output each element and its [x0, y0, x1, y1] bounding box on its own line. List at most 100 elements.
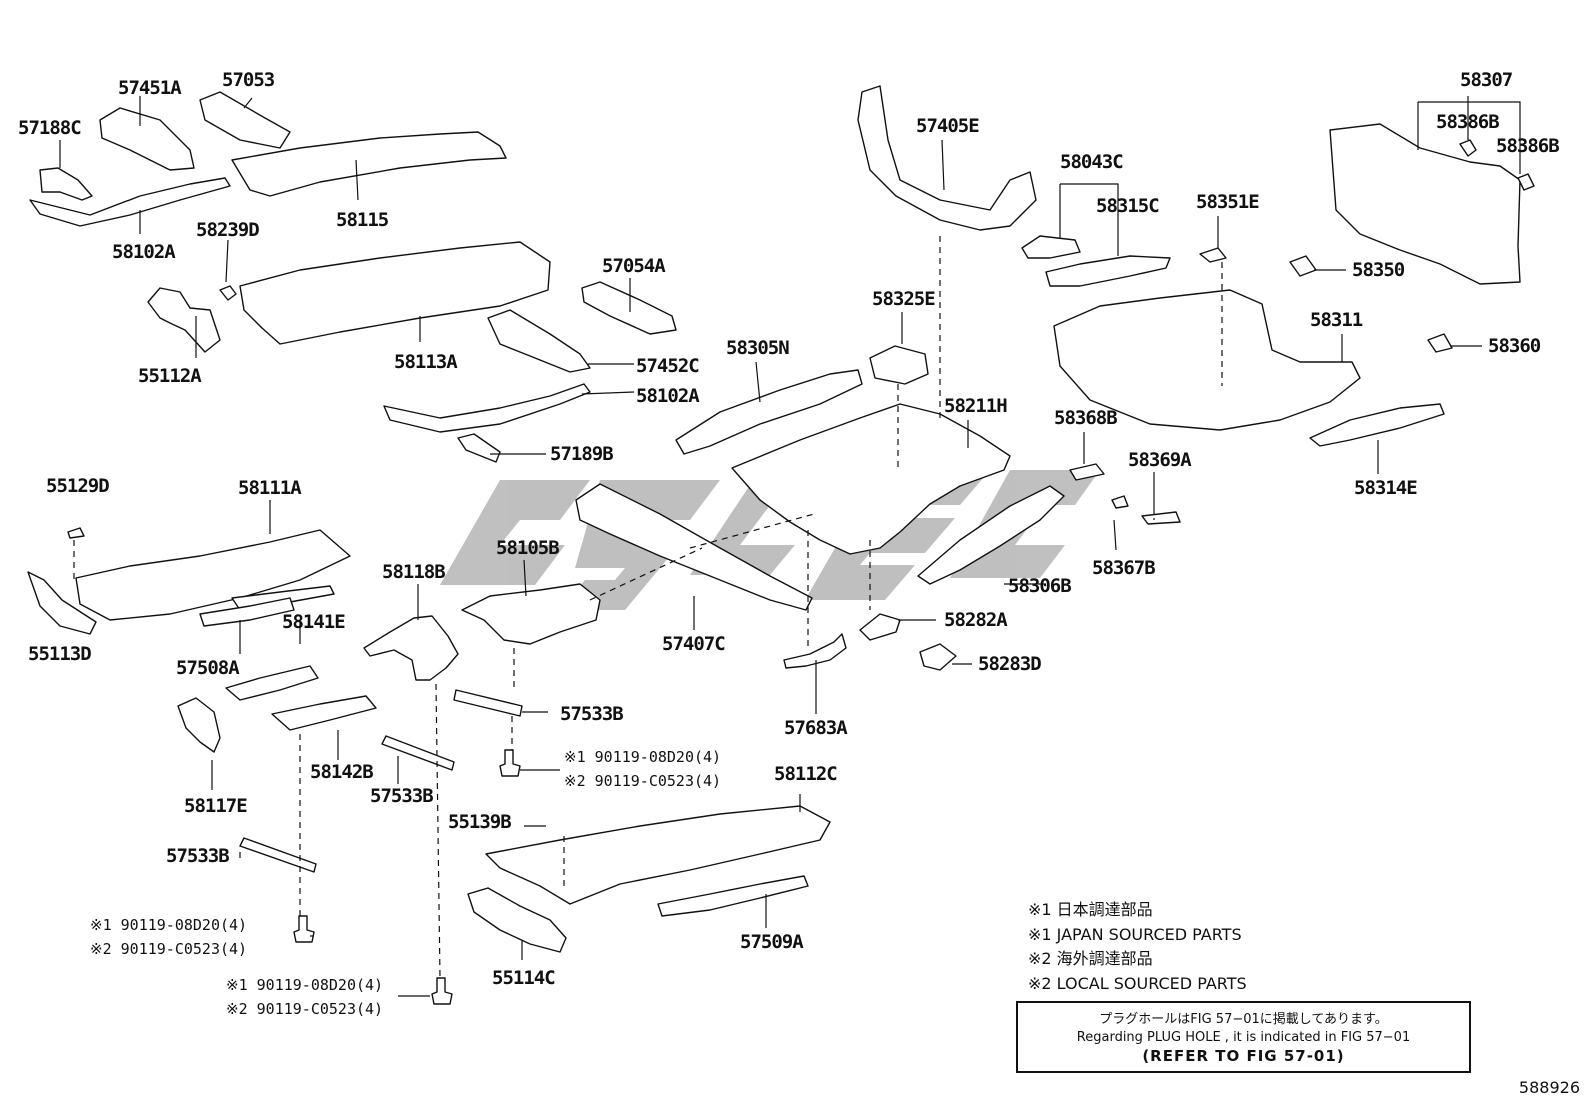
label-58113A: 58113A — [394, 351, 458, 373]
label-57407C: 57407C — [662, 633, 725, 655]
note-japan-sourced-jp: ※1 日本調達部品 — [1028, 900, 1153, 919]
bolt-note-a1: ※1 90119-08D20(4) — [564, 748, 721, 766]
part-57683A-shape — [783, 633, 847, 669]
label-58360: 58360 — [1488, 335, 1541, 357]
label-57533B-1: 57533B — [560, 703, 623, 725]
bolt-note-b1: ※1 90119-08D20(4) — [90, 916, 247, 934]
part-58386B-shape-2 — [1517, 173, 1535, 191]
part-58043C-shape — [1021, 235, 1081, 259]
label-57509A: 57509A — [740, 931, 804, 953]
bolt-shape-2 — [293, 915, 315, 943]
part-58117E-shape — [177, 697, 221, 753]
part-58315C-shape — [1045, 255, 1171, 287]
part-58360-shape — [1427, 333, 1453, 353]
part-55112A-shape — [147, 287, 221, 353]
part-57509A-shape — [657, 875, 809, 917]
bolt-notes: ※1 90119-08D20(4) ※2 90119-C0523(4) ※1 9… — [90, 748, 721, 1018]
part-58307-shape — [1329, 123, 1521, 285]
note-local-sourced-en: ※2 LOCAL SOURCED PARTS — [1028, 973, 1247, 993]
part-58282A-shape — [859, 613, 901, 641]
label-58282A: 58282A — [944, 609, 1008, 631]
part-58239D-shape — [219, 285, 237, 301]
label-58367B: 58367B — [1092, 557, 1155, 579]
label-57533B-2: 57533B — [370, 785, 433, 807]
part-57452C-shape — [487, 309, 591, 373]
part-57053-shape — [199, 91, 291, 149]
label-58305N: 58305N — [726, 337, 789, 359]
part-58211H-shape — [731, 403, 1011, 555]
label-58311: 58311 — [1310, 309, 1363, 331]
part-58351E-shape — [1199, 247, 1227, 263]
label-57452C: 57452C — [636, 355, 699, 377]
label-58102A-2: 58102A — [636, 385, 700, 407]
part-58306B-shape — [917, 485, 1065, 585]
part-labels: 57451A 57053 57188C 58115 58102A 58239D … — [18, 69, 1560, 989]
label-58111A: 58111A — [238, 477, 302, 499]
label-58306B: 58306B — [1008, 575, 1071, 597]
part-57533B-shape-2 — [381, 735, 455, 771]
part-55113D-shape — [27, 571, 97, 635]
bolt-note-b2: ※2 90119-C0523(4) — [90, 940, 247, 958]
label-58386B-1: 58386B — [1436, 111, 1499, 133]
label-55129D: 55129D — [46, 475, 109, 497]
label-57508A: 57508A — [176, 657, 240, 679]
part-58118B-shape — [363, 615, 459, 681]
label-57054A: 57054A — [602, 255, 666, 277]
part-58102A-shape-2 — [383, 383, 591, 433]
label-57451A: 57451A — [118, 77, 182, 99]
label-58118B: 58118B — [382, 561, 445, 583]
part-58102A-shape-1 — [29, 177, 231, 227]
part-58283D-shape — [919, 643, 957, 671]
label-58102A-1: 58102A — [112, 241, 176, 263]
leader-lines — [59, 96, 1521, 997]
label-55139B: 55139B — [448, 811, 511, 833]
label-58239D: 58239D — [196, 219, 259, 241]
part-55129D-shape — [67, 527, 85, 539]
part-58314E-shape — [1309, 403, 1445, 447]
part-58112C-shape — [485, 805, 831, 905]
part-58367B-shape — [1111, 495, 1129, 509]
label-58283D: 58283D — [978, 653, 1041, 675]
part-57451A-shape — [99, 107, 195, 171]
note-japan-sourced-en: ※1 JAPAN SOURCED PARTS — [1028, 924, 1242, 944]
dashed-lines — [73, 236, 1223, 979]
label-58142B: 58142B — [310, 761, 373, 783]
figure-number: 588926 — [1518, 1078, 1580, 1097]
label-57405E: 57405E — [916, 115, 979, 137]
part-58141E-lower-shape — [225, 665, 319, 701]
label-57189B: 57189B — [550, 443, 613, 465]
label-58315C: 58315C — [1096, 195, 1159, 217]
label-55112A: 55112A — [138, 365, 202, 387]
label-58112C: 58112C — [774, 763, 837, 785]
part-58350-shape — [1289, 255, 1317, 277]
part-58142B-shape — [271, 695, 377, 731]
part-57189B-shape — [457, 433, 501, 463]
bolt-shape-1 — [499, 749, 521, 777]
label-58115: 58115 — [336, 209, 389, 231]
part-58115-shape — [231, 131, 507, 197]
label-58043C: 58043C — [1060, 151, 1123, 173]
part-57405E-shape — [857, 85, 1037, 231]
part-57533B-shape-1 — [453, 689, 523, 717]
plug-hole-notice: プラグホールはFIG 57−01に掲載してあります。 Regarding PLU… — [1016, 1001, 1471, 1073]
label-55114C: 55114C — [492, 967, 555, 989]
part-57188C-shape — [39, 167, 93, 201]
part-55114C-shape — [467, 887, 567, 953]
label-58386B-2: 58386B — [1496, 135, 1559, 157]
refer-to-fig: (REFER TO FIG 57-01) — [1142, 1047, 1345, 1065]
label-58350: 58350 — [1352, 259, 1405, 281]
label-58368B: 58368B — [1054, 407, 1117, 429]
label-57188C: 57188C — [18, 117, 81, 139]
part-58113A-shape — [239, 241, 551, 345]
bolt-shape-3 — [431, 977, 453, 1005]
part-58105B-shape — [461, 583, 601, 645]
sourcing-notes: ※1 日本調達部品 ※1 JAPAN SOURCED PARTS ※2 海外調達… — [1028, 898, 1328, 996]
label-58351E: 58351E — [1196, 191, 1259, 213]
label-58117E: 58117E — [184, 795, 247, 817]
part-58325E-shape — [869, 345, 929, 385]
label-57683A: 57683A — [784, 717, 848, 739]
label-58141E: 58141E — [282, 611, 345, 633]
label-58105B: 58105B — [496, 537, 559, 559]
plug-hole-notice-jp: プラグホールはFIG 57−01に掲載してあります。 — [1099, 1012, 1388, 1027]
